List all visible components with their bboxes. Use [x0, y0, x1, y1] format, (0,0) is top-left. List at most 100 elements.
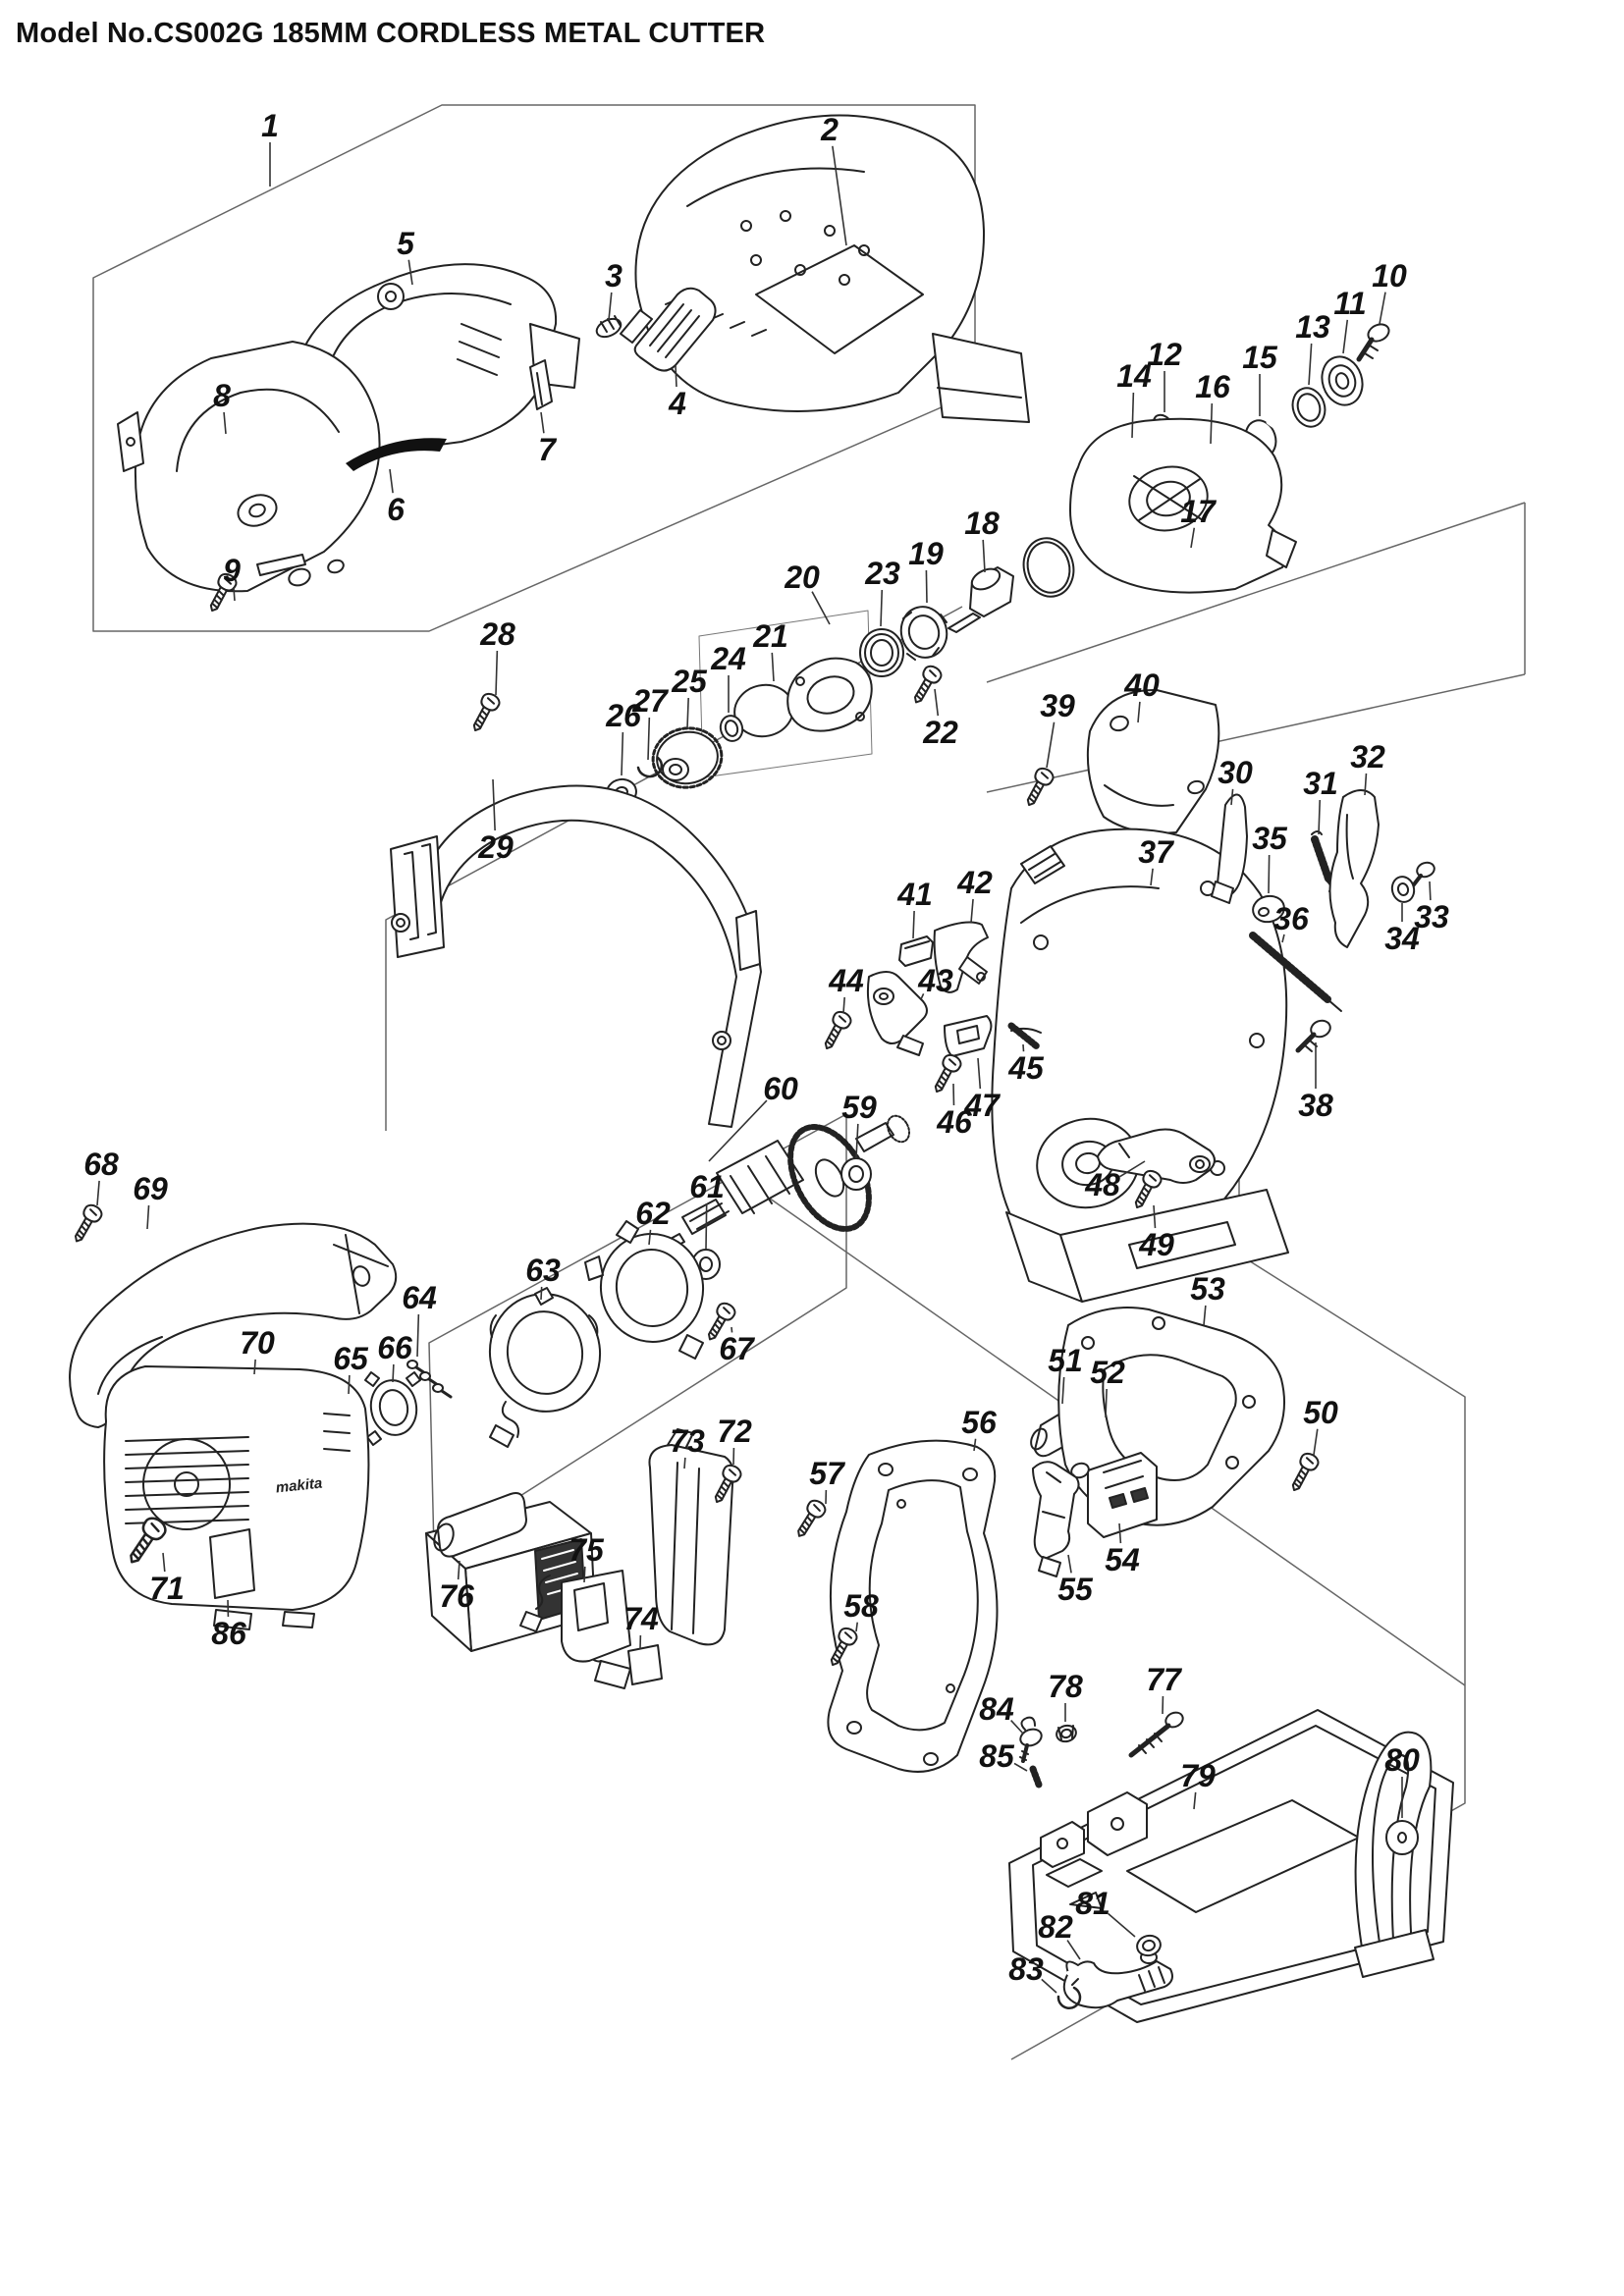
- leader-line-22: [934, 688, 940, 717]
- part-35-roller-art: [1252, 894, 1285, 924]
- part-label-8: 8: [213, 378, 231, 413]
- part-36-spring-art: [1249, 932, 1342, 1012]
- part-label-58: 58: [843, 1588, 879, 1624]
- part-label-85: 85: [979, 1738, 1015, 1774]
- part-label-41: 41: [896, 877, 933, 912]
- part-7-strip-art: [529, 359, 553, 410]
- part-label-13: 13: [1295, 309, 1330, 345]
- part-label-60: 60: [763, 1071, 798, 1106]
- part-label-25: 25: [671, 664, 708, 699]
- part-label-74: 74: [623, 1601, 659, 1636]
- leader-line-11: [1342, 319, 1349, 354]
- leader-line-81: [1108, 1912, 1136, 1938]
- part-13-ring-art: [1291, 387, 1326, 428]
- part-81-nut-art: [1136, 1934, 1162, 1964]
- part-33-bolt-art: [1409, 861, 1435, 890]
- part-79-base-art: [1008, 1709, 1454, 2023]
- part-label-53: 53: [1190, 1271, 1225, 1307]
- leader-line-2: [832, 145, 847, 246]
- part-label-23: 23: [864, 556, 900, 591]
- leader-line-19: [925, 569, 928, 604]
- part-label-51: 51: [1048, 1343, 1083, 1378]
- part-label-61: 61: [689, 1169, 725, 1204]
- leader-line-52: [1105, 1388, 1108, 1418]
- part-label-9: 9: [223, 553, 241, 588]
- leader-line-79: [1193, 1791, 1197, 1810]
- part-label-27: 27: [631, 683, 670, 719]
- part-label-11: 11: [1333, 286, 1366, 321]
- part-label-2: 2: [820, 112, 839, 147]
- part-25-gear-art: [651, 726, 724, 789]
- part-57-screw-art: [790, 1496, 830, 1542]
- leader-line-36: [1281, 934, 1285, 943]
- part-label-68: 68: [83, 1147, 119, 1182]
- part-label-72: 72: [717, 1414, 752, 1449]
- leader-line-54: [1118, 1522, 1122, 1544]
- leader-line-27: [647, 717, 651, 761]
- leader-line-30: [1230, 788, 1234, 806]
- part-label-15: 15: [1242, 340, 1278, 375]
- part-55-trigger-art: [1032, 1461, 1080, 1577]
- leader-line-62: [648, 1229, 652, 1246]
- leader-line-64: [416, 1313, 420, 1358]
- part-86-label-sheet-art: [209, 1528, 255, 1599]
- leader-line-18: [982, 539, 986, 573]
- leader-line-35: [1268, 854, 1271, 894]
- part-label-64: 64: [402, 1280, 437, 1315]
- part-label-77: 77: [1146, 1662, 1183, 1697]
- leader-line-6: [389, 468, 394, 494]
- group-box-lever: [986, 502, 1526, 793]
- parts-artwork: makita: [68, 114, 1454, 2023]
- part-label-66: 66: [377, 1330, 412, 1365]
- part-label-59: 59: [841, 1090, 877, 1125]
- leader-line-10: [1379, 292, 1386, 325]
- part-label-42: 42: [956, 865, 993, 900]
- part-42-lever-art: [933, 921, 989, 993]
- leader-line-5: [407, 259, 413, 286]
- part-60-armature-art: [655, 1114, 911, 1255]
- part-label-34: 34: [1384, 921, 1420, 956]
- part-label-70: 70: [240, 1325, 275, 1361]
- leader-line-76: [457, 1560, 460, 1580]
- part-label-83: 83: [1008, 1951, 1044, 1987]
- leader-line-28: [495, 650, 499, 696]
- part-45-spring-art: [1007, 1022, 1041, 1050]
- part-label-6: 6: [387, 492, 405, 527]
- part-label-29: 29: [477, 829, 514, 865]
- leader-line-21: [771, 652, 775, 682]
- part-63-stator-art: [488, 1287, 602, 1448]
- part-29-guard-art: [390, 784, 762, 1128]
- leader-line-65: [348, 1374, 351, 1395]
- part-2-blade-case-art: [634, 114, 1030, 423]
- part-label-82: 82: [1038, 1909, 1073, 1945]
- part-label-46: 46: [936, 1104, 972, 1140]
- leader-line-59: [855, 1123, 859, 1159]
- part-label-69: 69: [133, 1171, 168, 1206]
- leader-line-47: [977, 1057, 982, 1090]
- leader-line-48: [1119, 1160, 1146, 1178]
- part-label-33: 33: [1414, 899, 1449, 934]
- part-80-washer-art: [1385, 1820, 1419, 1855]
- part-label-67: 67: [719, 1331, 756, 1366]
- part-label-24: 24: [710, 641, 746, 676]
- leader-line-73: [683, 1457, 686, 1469]
- part-68-screw-art: [68, 1201, 106, 1247]
- part-70-motor-housing-art: makita: [103, 1365, 370, 1630]
- part-label-32: 32: [1350, 739, 1385, 774]
- leader-line-20: [811, 591, 831, 625]
- part-label-48: 48: [1084, 1167, 1120, 1202]
- part-label-62: 62: [635, 1196, 671, 1231]
- leader-line-85: [1013, 1762, 1028, 1772]
- part-6-arrow-art: [346, 438, 447, 471]
- part-label-75: 75: [568, 1532, 605, 1568]
- part-label-84: 84: [979, 1691, 1014, 1727]
- leader-line-16: [1210, 402, 1214, 445]
- part-75-terminal-art: [519, 1570, 631, 1663]
- leader-line-39: [1046, 721, 1056, 769]
- part-44-screw-art: [818, 1008, 854, 1054]
- part-56-handle-left-art: [827, 1439, 999, 1773]
- part-label-47: 47: [963, 1088, 1001, 1123]
- part-38-bolt-art: [1295, 1019, 1331, 1053]
- part-label-55: 55: [1057, 1572, 1094, 1607]
- part-label-52: 52: [1090, 1355, 1125, 1390]
